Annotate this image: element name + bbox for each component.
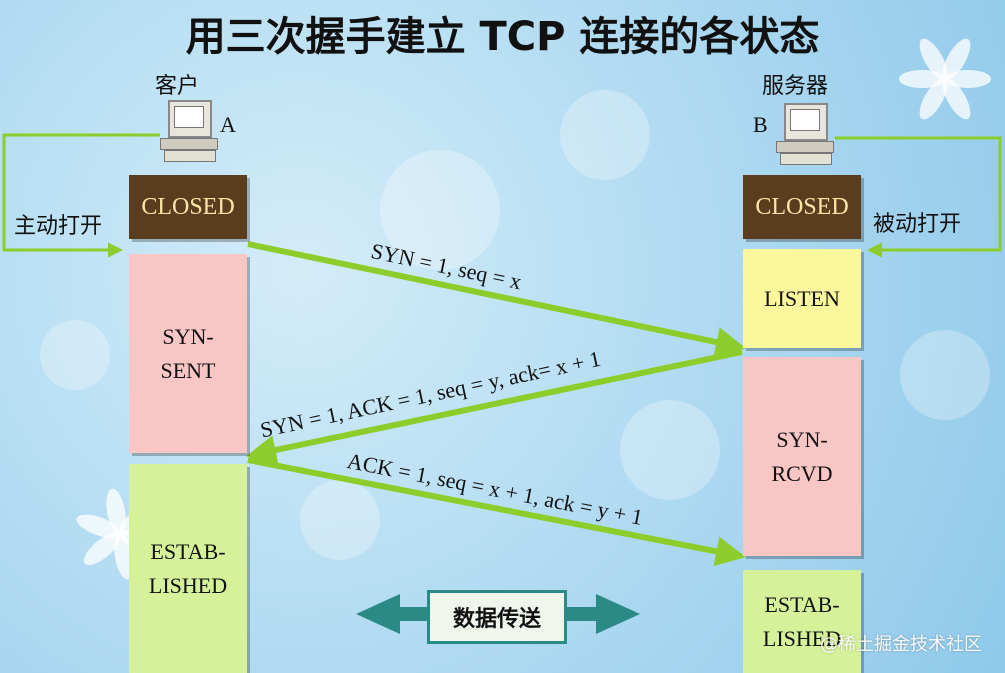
bg-bubble xyxy=(300,480,380,560)
watermark: @稀土掘金技术社区 xyxy=(820,634,982,655)
bg-bubble xyxy=(380,150,500,270)
client-label: 客户 xyxy=(155,74,200,99)
server-label: 服务器 xyxy=(762,74,829,99)
client-state-established: ESTAB- LISHED xyxy=(129,464,247,673)
active-open-loop xyxy=(2,133,160,258)
bg-bubble xyxy=(900,330,990,420)
syn-arrow xyxy=(247,241,746,357)
bg-bubble xyxy=(620,400,720,500)
bg-bubble xyxy=(40,320,110,390)
passive-open-label: 被动打开 xyxy=(873,212,962,237)
server-state-listen: LISTEN xyxy=(743,249,861,348)
active-open-label: 主动打开 xyxy=(14,214,103,239)
data-transfer-label: 数据传送 xyxy=(427,590,567,644)
computer-icon xyxy=(160,100,218,162)
bg-bubble xyxy=(560,90,650,180)
syn-ack-arrow xyxy=(246,349,743,465)
data-transfer-arrow-right xyxy=(561,594,640,634)
server-letter: B xyxy=(753,112,768,137)
ack-arrow xyxy=(247,457,746,567)
client-state-syn-sent: SYN- SENT xyxy=(129,254,247,453)
server-state-syn-rcvd: SYN- RCVD xyxy=(743,357,861,556)
client-state-closed: CLOSED xyxy=(129,175,247,239)
page-title: 用三次握手建立 TCP 连接的各状态 xyxy=(185,14,820,60)
client-letter: A xyxy=(220,112,236,137)
server-state-established: ESTAB- LISHED xyxy=(743,570,861,673)
computer-icon xyxy=(776,103,834,165)
server-state-closed: CLOSED xyxy=(743,175,861,239)
passive-open-loop xyxy=(835,136,1002,258)
data-transfer-arrow-left xyxy=(356,594,427,634)
